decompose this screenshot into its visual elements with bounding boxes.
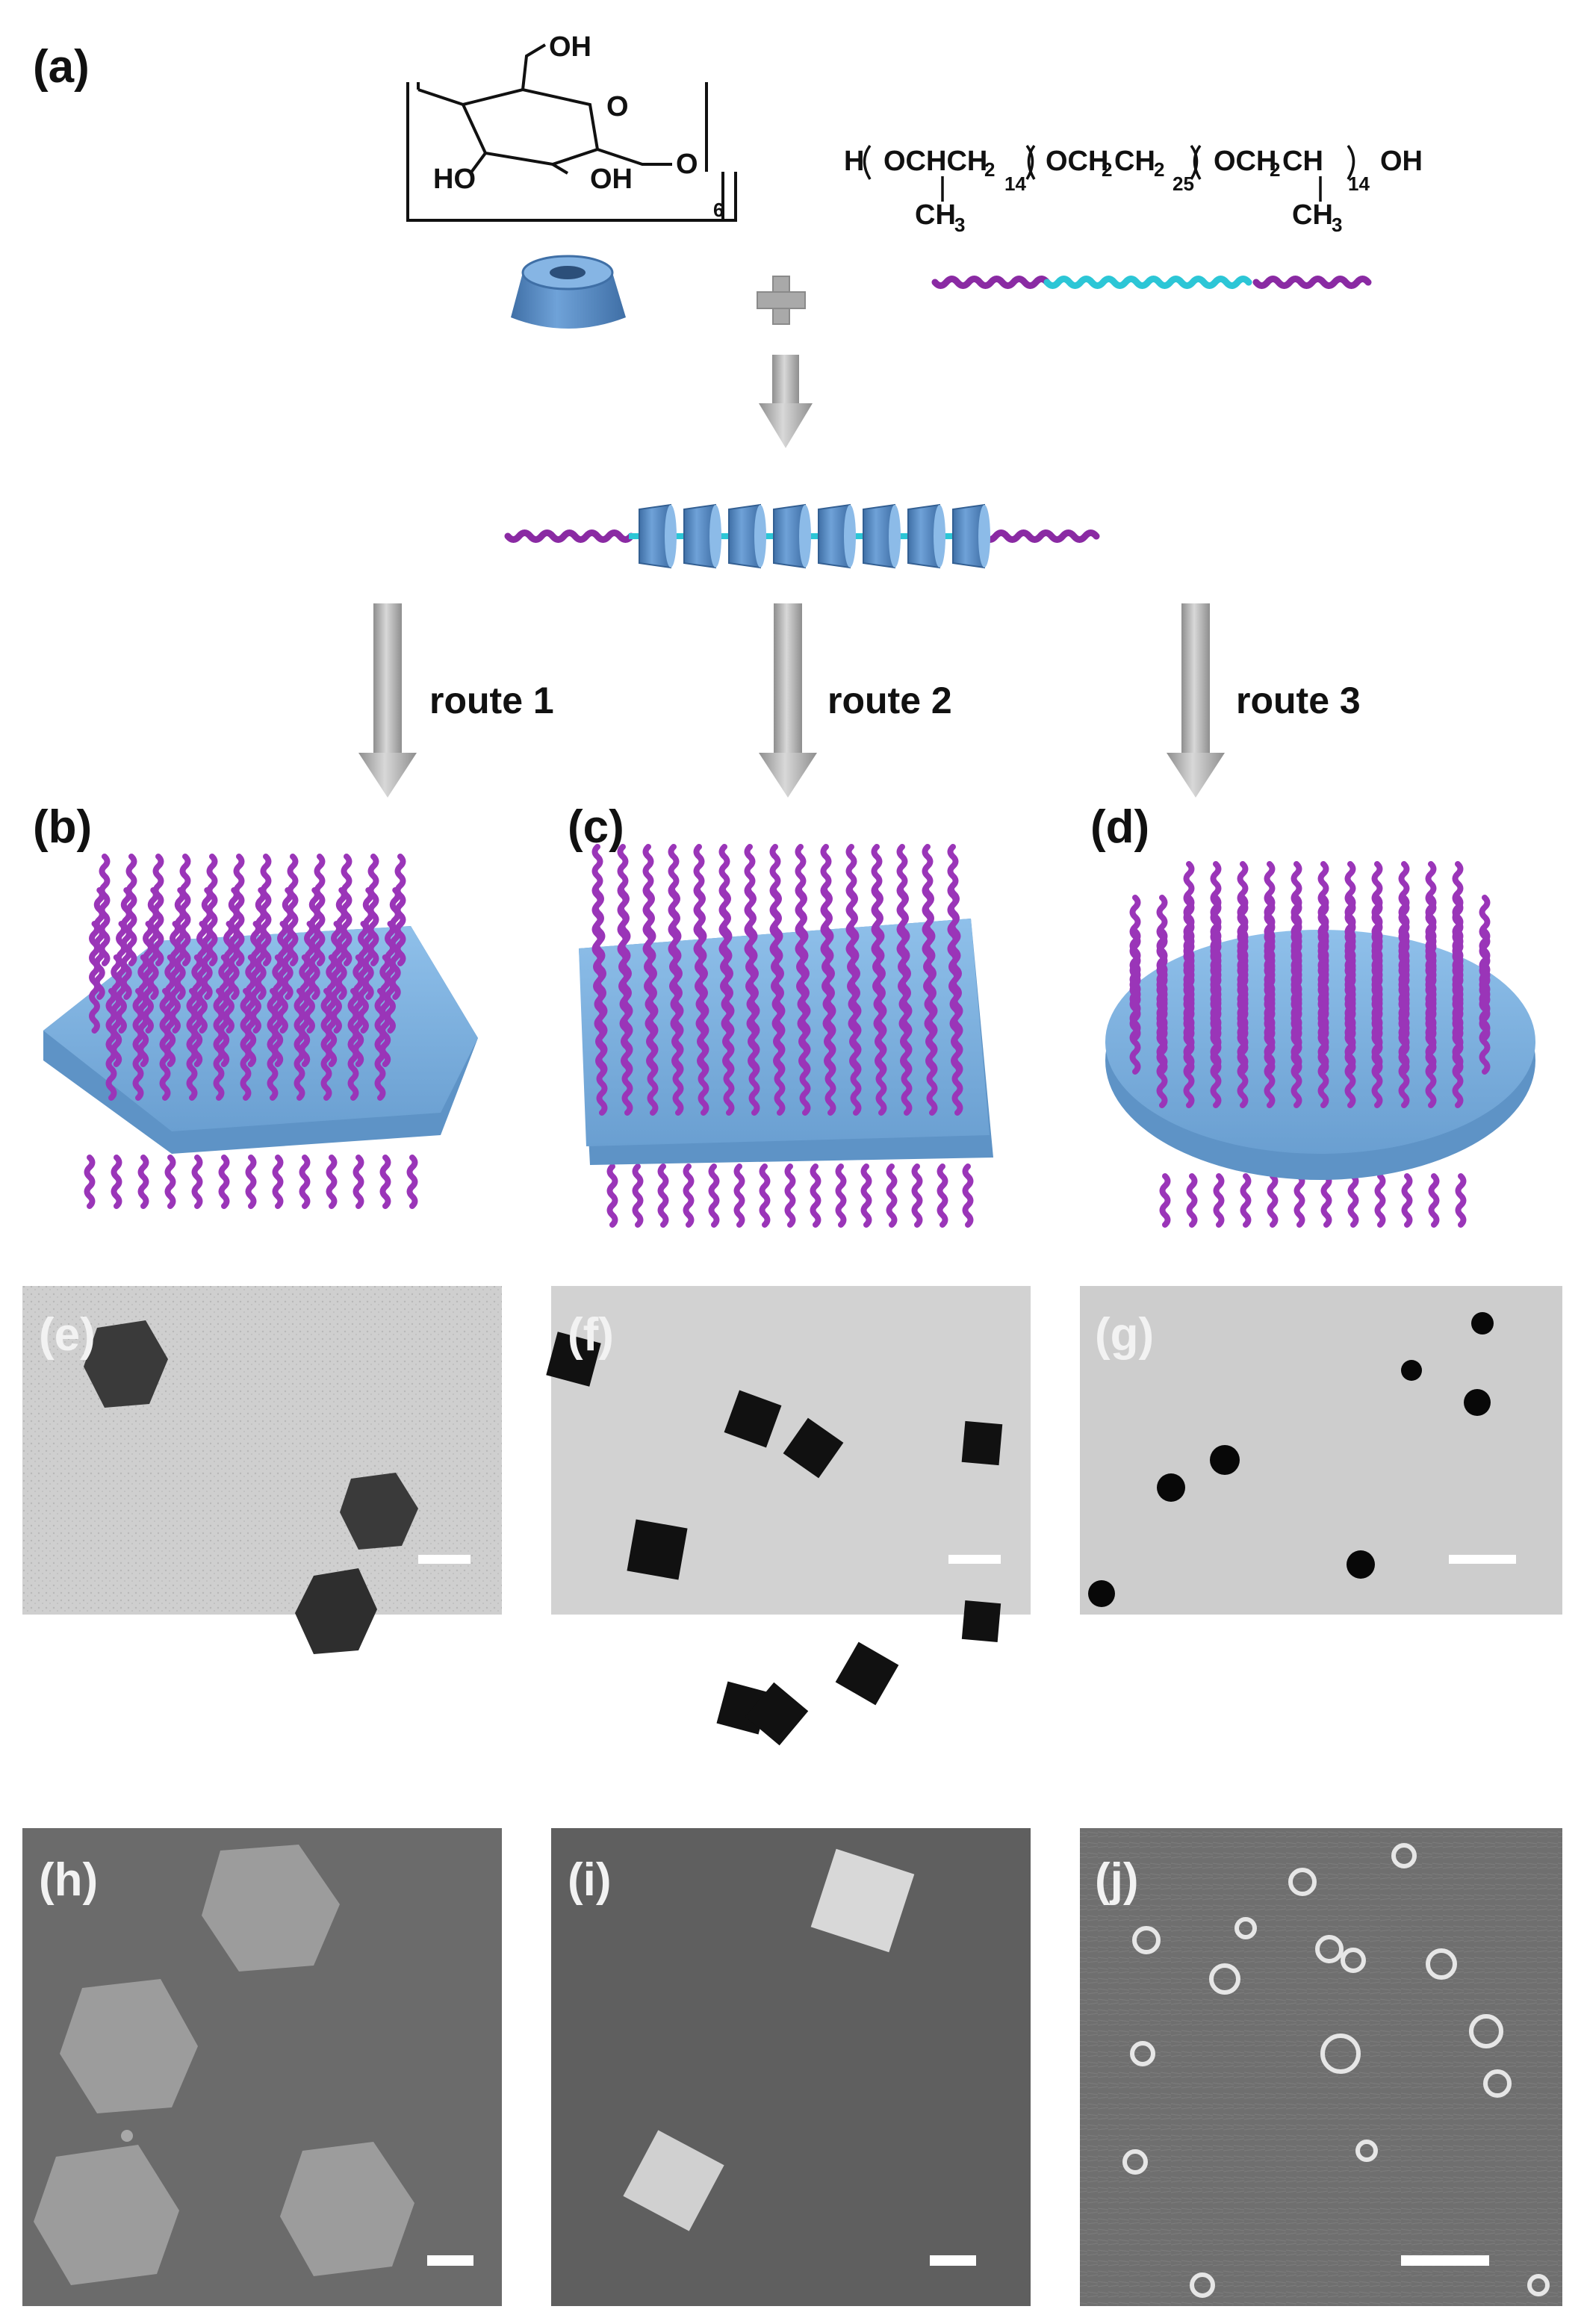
cd-ring-icon (907, 503, 945, 569)
tem-image-g (1080, 1286, 1562, 1615)
cd-ring-icon (683, 503, 721, 569)
formula-seg1: OCHCH (883, 146, 987, 177)
cd-ring-icon (952, 503, 990, 569)
route-1-arrow-icon (358, 603, 417, 798)
tem-image-e (22, 1286, 502, 1654)
formula-h: H (844, 146, 864, 177)
scale-bar-e (418, 1555, 470, 1564)
formula-seg2-mid: CH (1114, 146, 1155, 177)
formula-seg2-sub-b: 2 (1154, 158, 1164, 181)
formula-ch3-left-sub: 3 (954, 214, 965, 236)
cd-ring-icon (639, 503, 677, 569)
polyrotaxane-icon (504, 503, 1100, 569)
formula-ch3-right: CH (1292, 199, 1333, 231)
square-platelet-model (579, 844, 993, 1228)
formula-seg3-n: 14 (1348, 173, 1370, 195)
sem-image-j (1080, 1828, 1562, 2306)
panel-label-j: (j) (1095, 1854, 1139, 1906)
route-3-label: route 3 (1236, 680, 1361, 721)
route-2-arrow-icon (759, 603, 817, 798)
cd-subscript: 6 (713, 199, 724, 221)
route-3-arrow-icon (1167, 603, 1225, 798)
cd-ho-left: HO (433, 164, 476, 195)
panel-label-f: (f) (568, 1309, 614, 1361)
cd-o-link: O (676, 149, 698, 180)
pluronic-formula: H OCHCH 2 14 OCH 2 CH 2 25 OCH 2 CH 14 O… (844, 144, 1423, 236)
formula-seg1-sub: 2 (984, 158, 995, 181)
formula-seg3: OCH (1214, 146, 1276, 177)
cyclodextrin-cone-icon (511, 255, 626, 329)
formula-seg1-n: 14 (1004, 173, 1026, 195)
scale-bar-f (948, 1555, 1001, 1564)
panel-label-b: (b) (33, 801, 92, 853)
formula-ch3-right-sub: 3 (1332, 214, 1342, 236)
scale-bar-i (930, 2255, 976, 2266)
formula-seg2-n: 25 (1173, 173, 1194, 195)
scale-bar-h (427, 2255, 473, 2266)
cd-ring-icon (863, 503, 901, 569)
sem-image-i (551, 1828, 1031, 2306)
plus-icon (757, 276, 806, 325)
scale-bar-g (1449, 1555, 1516, 1564)
formula-seg3-sub: 2 (1270, 158, 1280, 181)
panel-label-i: (i) (568, 1854, 612, 1906)
route-2-label: route 2 (827, 680, 952, 721)
formula-seg2: OCH (1046, 146, 1108, 177)
sem-image-h (22, 1828, 502, 2306)
formula-seg2-sub-a: 2 (1102, 158, 1112, 181)
formula-seg3-tail: CH (1282, 146, 1323, 177)
panel-label-e: (e) (39, 1309, 96, 1361)
route-arrows (358, 603, 1225, 798)
hexagonal-platelet-model (43, 854, 478, 1209)
route-1-label: route 1 (429, 680, 554, 721)
scale-bar-j (1401, 2255, 1489, 2266)
tem-image-f (546, 1286, 1031, 1746)
cd-ring-icon (773, 503, 811, 569)
panel-label-h: (h) (39, 1854, 98, 1906)
formula-ch3-left: CH (915, 199, 956, 231)
cd-o-ring: O (606, 91, 629, 122)
polymer-chain-icon (931, 276, 1372, 289)
panel-label-a: (a) (33, 41, 90, 93)
panel-label-c: (c) (568, 801, 624, 853)
cd-oh-top: OH (549, 31, 591, 63)
cd-ring-icon (818, 503, 856, 569)
cd-oh-mid: OH (590, 164, 633, 195)
cyclodextrin-structure (406, 43, 737, 222)
panel-label-g: (g) (1095, 1309, 1154, 1361)
formula-oh: OH (1380, 146, 1423, 177)
arrow-down-icon (759, 355, 813, 448)
cd-ring-icon (728, 503, 766, 569)
disc-platelet-model (1105, 861, 1535, 1228)
panel-label-d: (d) (1090, 801, 1149, 853)
